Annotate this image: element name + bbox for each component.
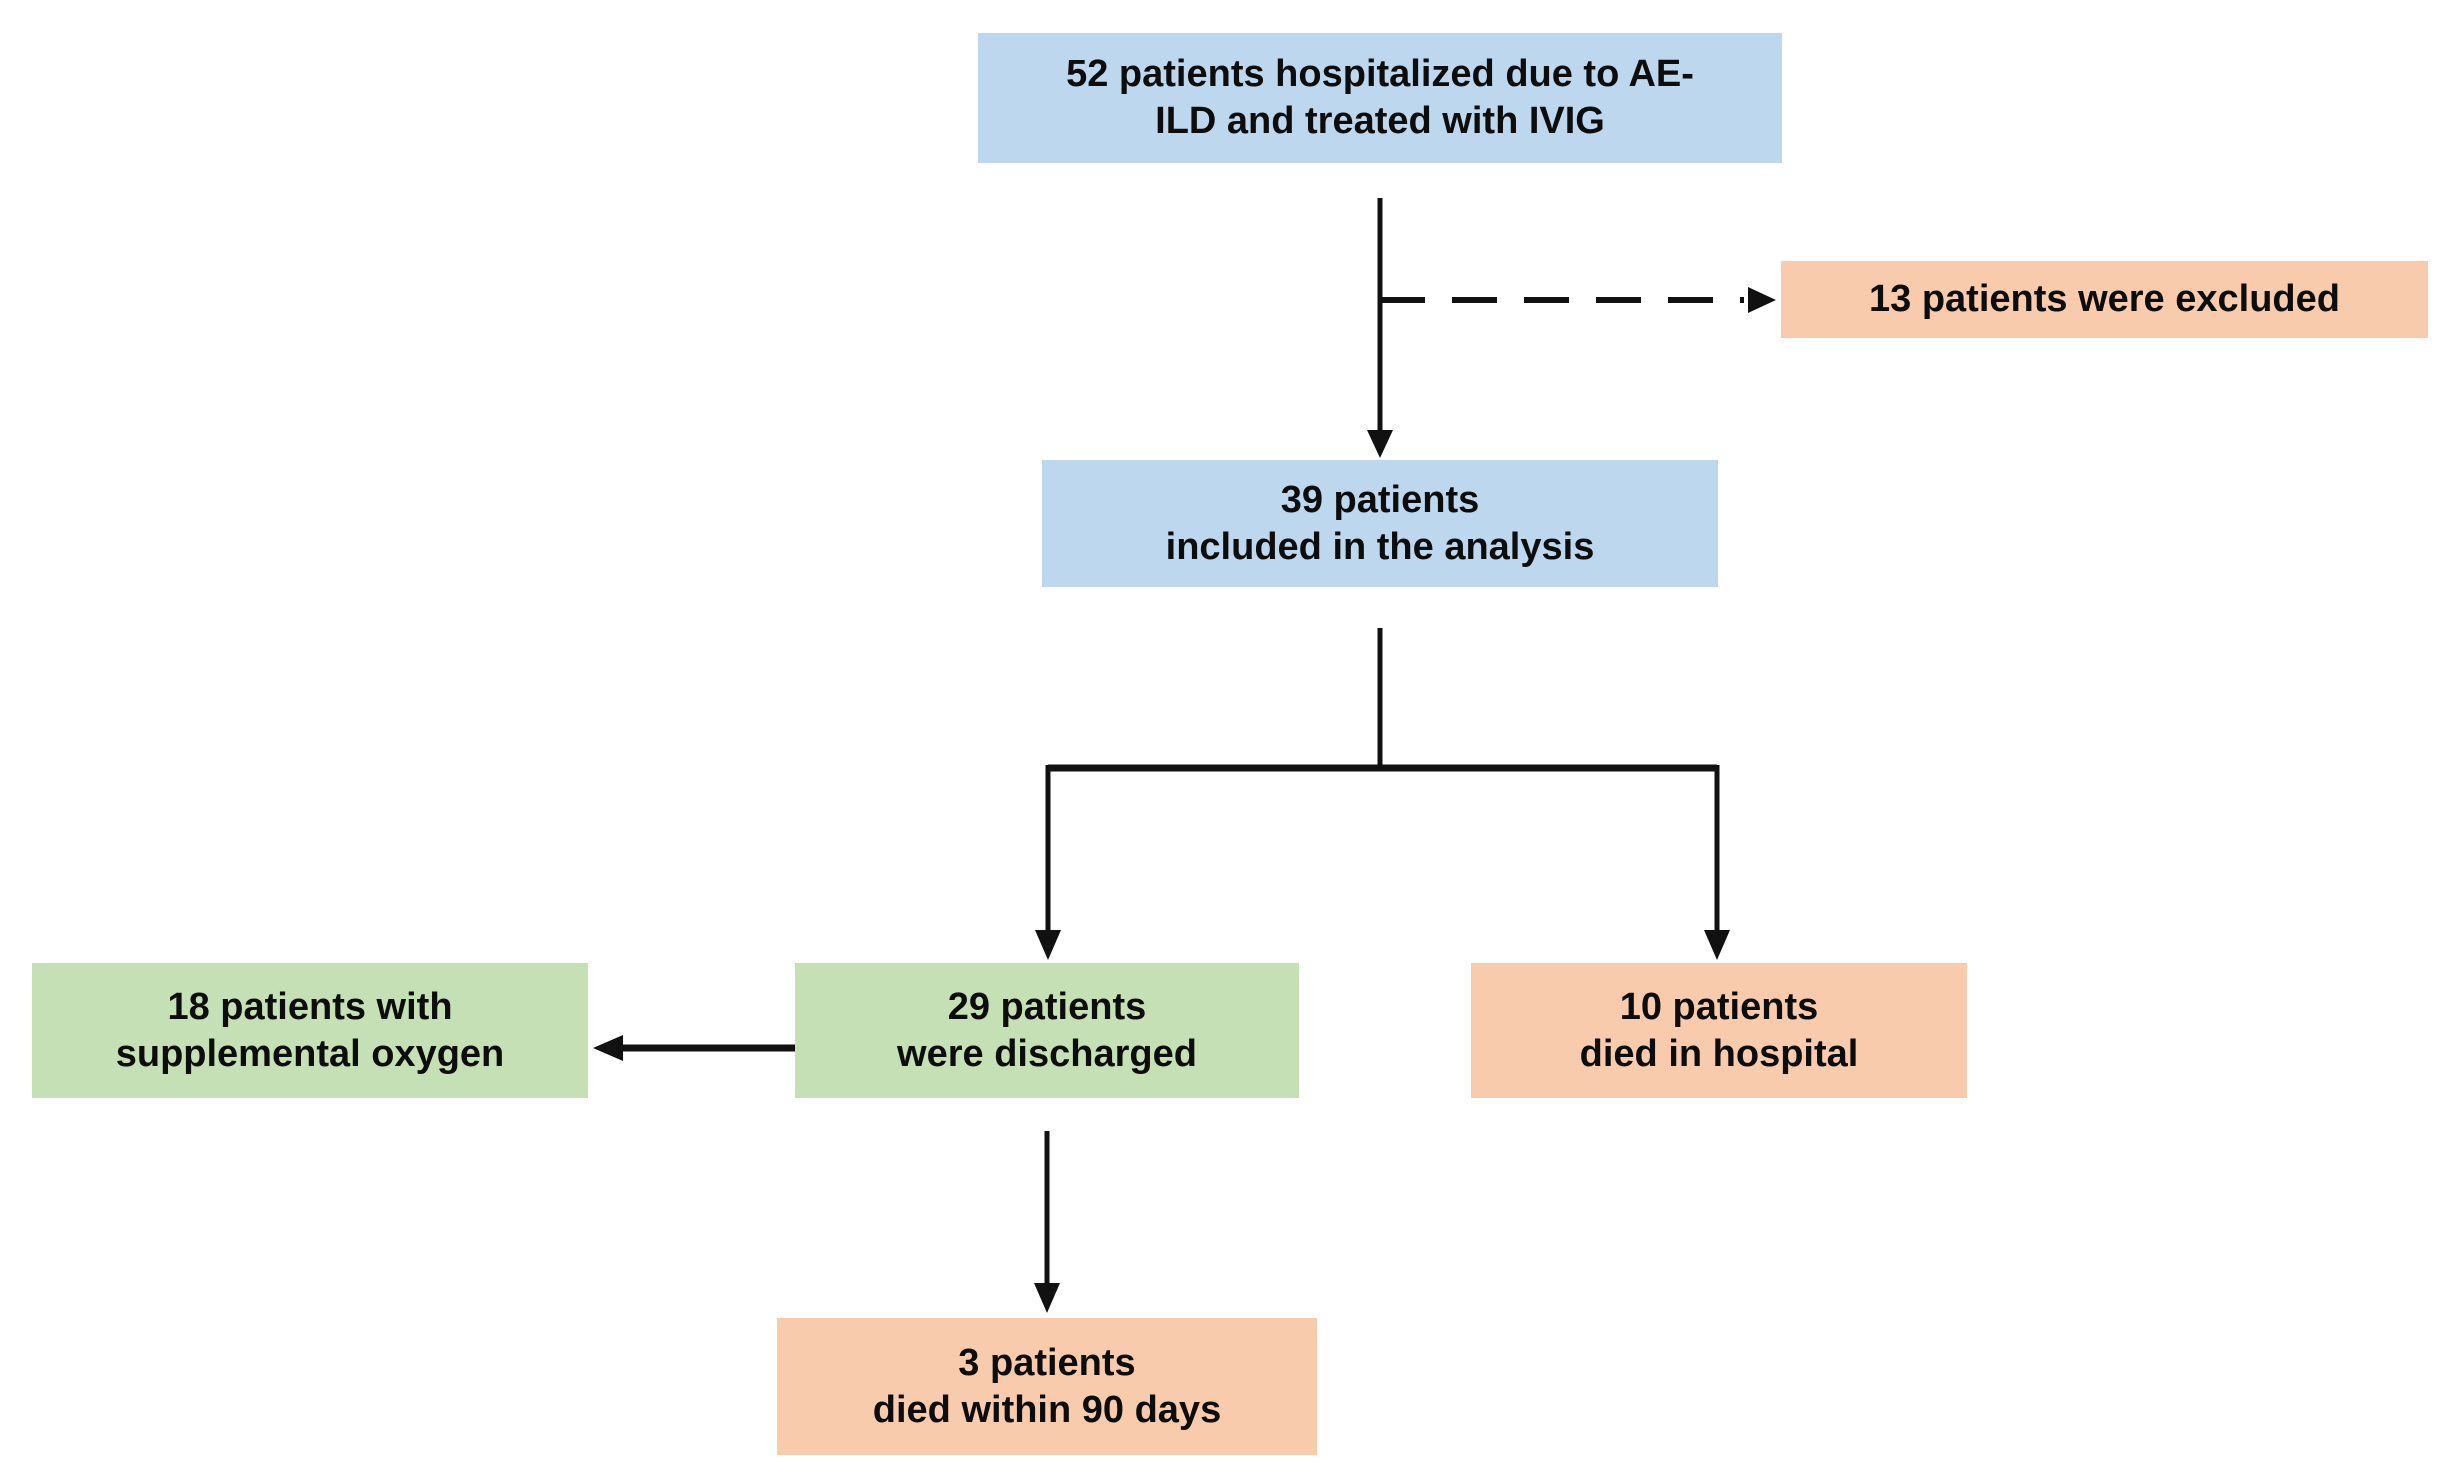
- box-52-hospitalized-line1: 52 patients hospitalized due to AE-: [1066, 53, 1694, 95]
- connector-discharged-to-died90: [1034, 1131, 1060, 1313]
- box-10-died-in-hospital-line2: died in hospital: [1579, 1032, 1859, 1075]
- connector-top-to-included: [1367, 198, 1393, 458]
- arrowhead-down-died-90days: [1034, 1283, 1060, 1313]
- arrowhead-right-excluded: [1748, 287, 1776, 313]
- box-39-included: 39 patients included in the analysis: [1042, 460, 1718, 587]
- box-18-supplemental-oxygen-line1: 18 patients with: [167, 985, 453, 1028]
- box-3-died-within-90-days-line2: died within 90 days: [872, 1388, 1222, 1431]
- box-52-hospitalized-line2: ILD and treated with IVIG: [1155, 100, 1605, 142]
- box-3-died-within-90-days-line1: 3 patients: [958, 1341, 1136, 1384]
- box-29-discharged: 29 patients were discharged: [795, 963, 1299, 1098]
- box-52-hospitalized: 52 patients hospitalized due to AE- ILD …: [978, 33, 1782, 163]
- box-29-discharged-line1: 29 patients: [947, 985, 1147, 1028]
- arrowhead-down-died-hospital: [1704, 930, 1730, 960]
- arrowhead-down-included: [1367, 430, 1393, 458]
- box-18-supplemental-oxygen: 18 patients with supplemental oxygen: [32, 963, 588, 1098]
- box-39-included-line2: included in the analysis: [1165, 525, 1595, 568]
- box-13-excluded-line1: 13 patients were excluded: [1869, 278, 2340, 320]
- box-13-excluded: 13 patients were excluded: [1781, 261, 2428, 338]
- arrowhead-left-oxygen: [593, 1035, 623, 1061]
- box-18-supplemental-oxygen-line2: supplemental oxygen: [115, 1032, 505, 1075]
- box-10-died-in-hospital: 10 patients died in hospital: [1471, 963, 1967, 1098]
- box-10-died-in-hospital-line1: 10 patients: [1619, 985, 1819, 1028]
- box-39-included-line1: 39 patients: [1280, 478, 1480, 521]
- connector-included-to-split: [1035, 628, 1730, 960]
- box-3-died-within-90-days: 3 patients died within 90 days: [777, 1318, 1317, 1455]
- arrowhead-down-discharged: [1035, 930, 1061, 960]
- box-29-discharged-line2: were discharged: [897, 1032, 1197, 1075]
- connector-discharged-to-oxygen: [593, 1035, 795, 1061]
- connector-dashed-to-excluded: [1380, 287, 1776, 313]
